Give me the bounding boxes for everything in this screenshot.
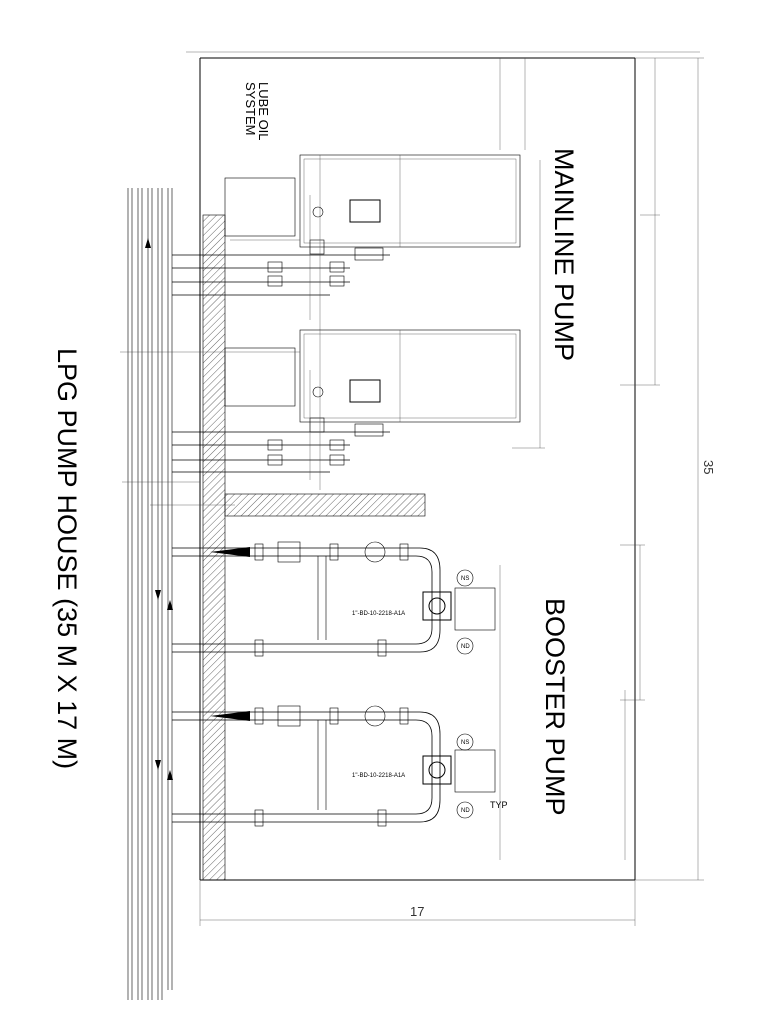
booster-line-tag-1: 1"-BD-10-2218-A1A	[352, 611, 405, 617]
drawing-title: LPG PUMP HOUSE (35 M X 17 M)	[52, 348, 82, 769]
mainline-pump-label: MAINLINE PUMP	[549, 148, 579, 361]
building-outline	[186, 51, 700, 881]
dimension-chains	[499, 58, 660, 860]
width-label: 17	[410, 904, 424, 919]
length-label: 35	[701, 460, 716, 474]
ns-tag-2: NS	[461, 740, 469, 746]
dimension-length: 35	[635, 57, 716, 881]
booster-pump-label: BOOSTER PUMP	[540, 598, 570, 816]
typ-label: TYP	[490, 800, 508, 810]
dimension-width: 17	[199, 880, 636, 926]
hatched-strip	[224, 493, 426, 517]
mainline-pump-2	[172, 329, 521, 490]
lube-oil-label-line1: LUBE OIL	[256, 82, 271, 141]
nd-tag-1: ND	[461, 644, 470, 650]
pointer-lines	[120, 351, 300, 506]
nd-tag-2: ND	[461, 808, 470, 814]
pipe-rack	[127, 188, 173, 1000]
hatched-wall	[202, 214, 226, 881]
ns-tag-1: NS	[461, 576, 469, 582]
booster-pump-2: NS ND 1"-BD-10-2218-A1A TYP	[172, 705, 508, 827]
lube-oil-label-line2: SYSTEM	[243, 82, 258, 135]
booster-pump-1: NS ND 1"-BD-10-2218-A1A	[172, 541, 496, 657]
booster-line-tag-2: 1"-BD-10-2218-A1A	[352, 773, 405, 779]
mainline-pump-1	[172, 154, 521, 330]
